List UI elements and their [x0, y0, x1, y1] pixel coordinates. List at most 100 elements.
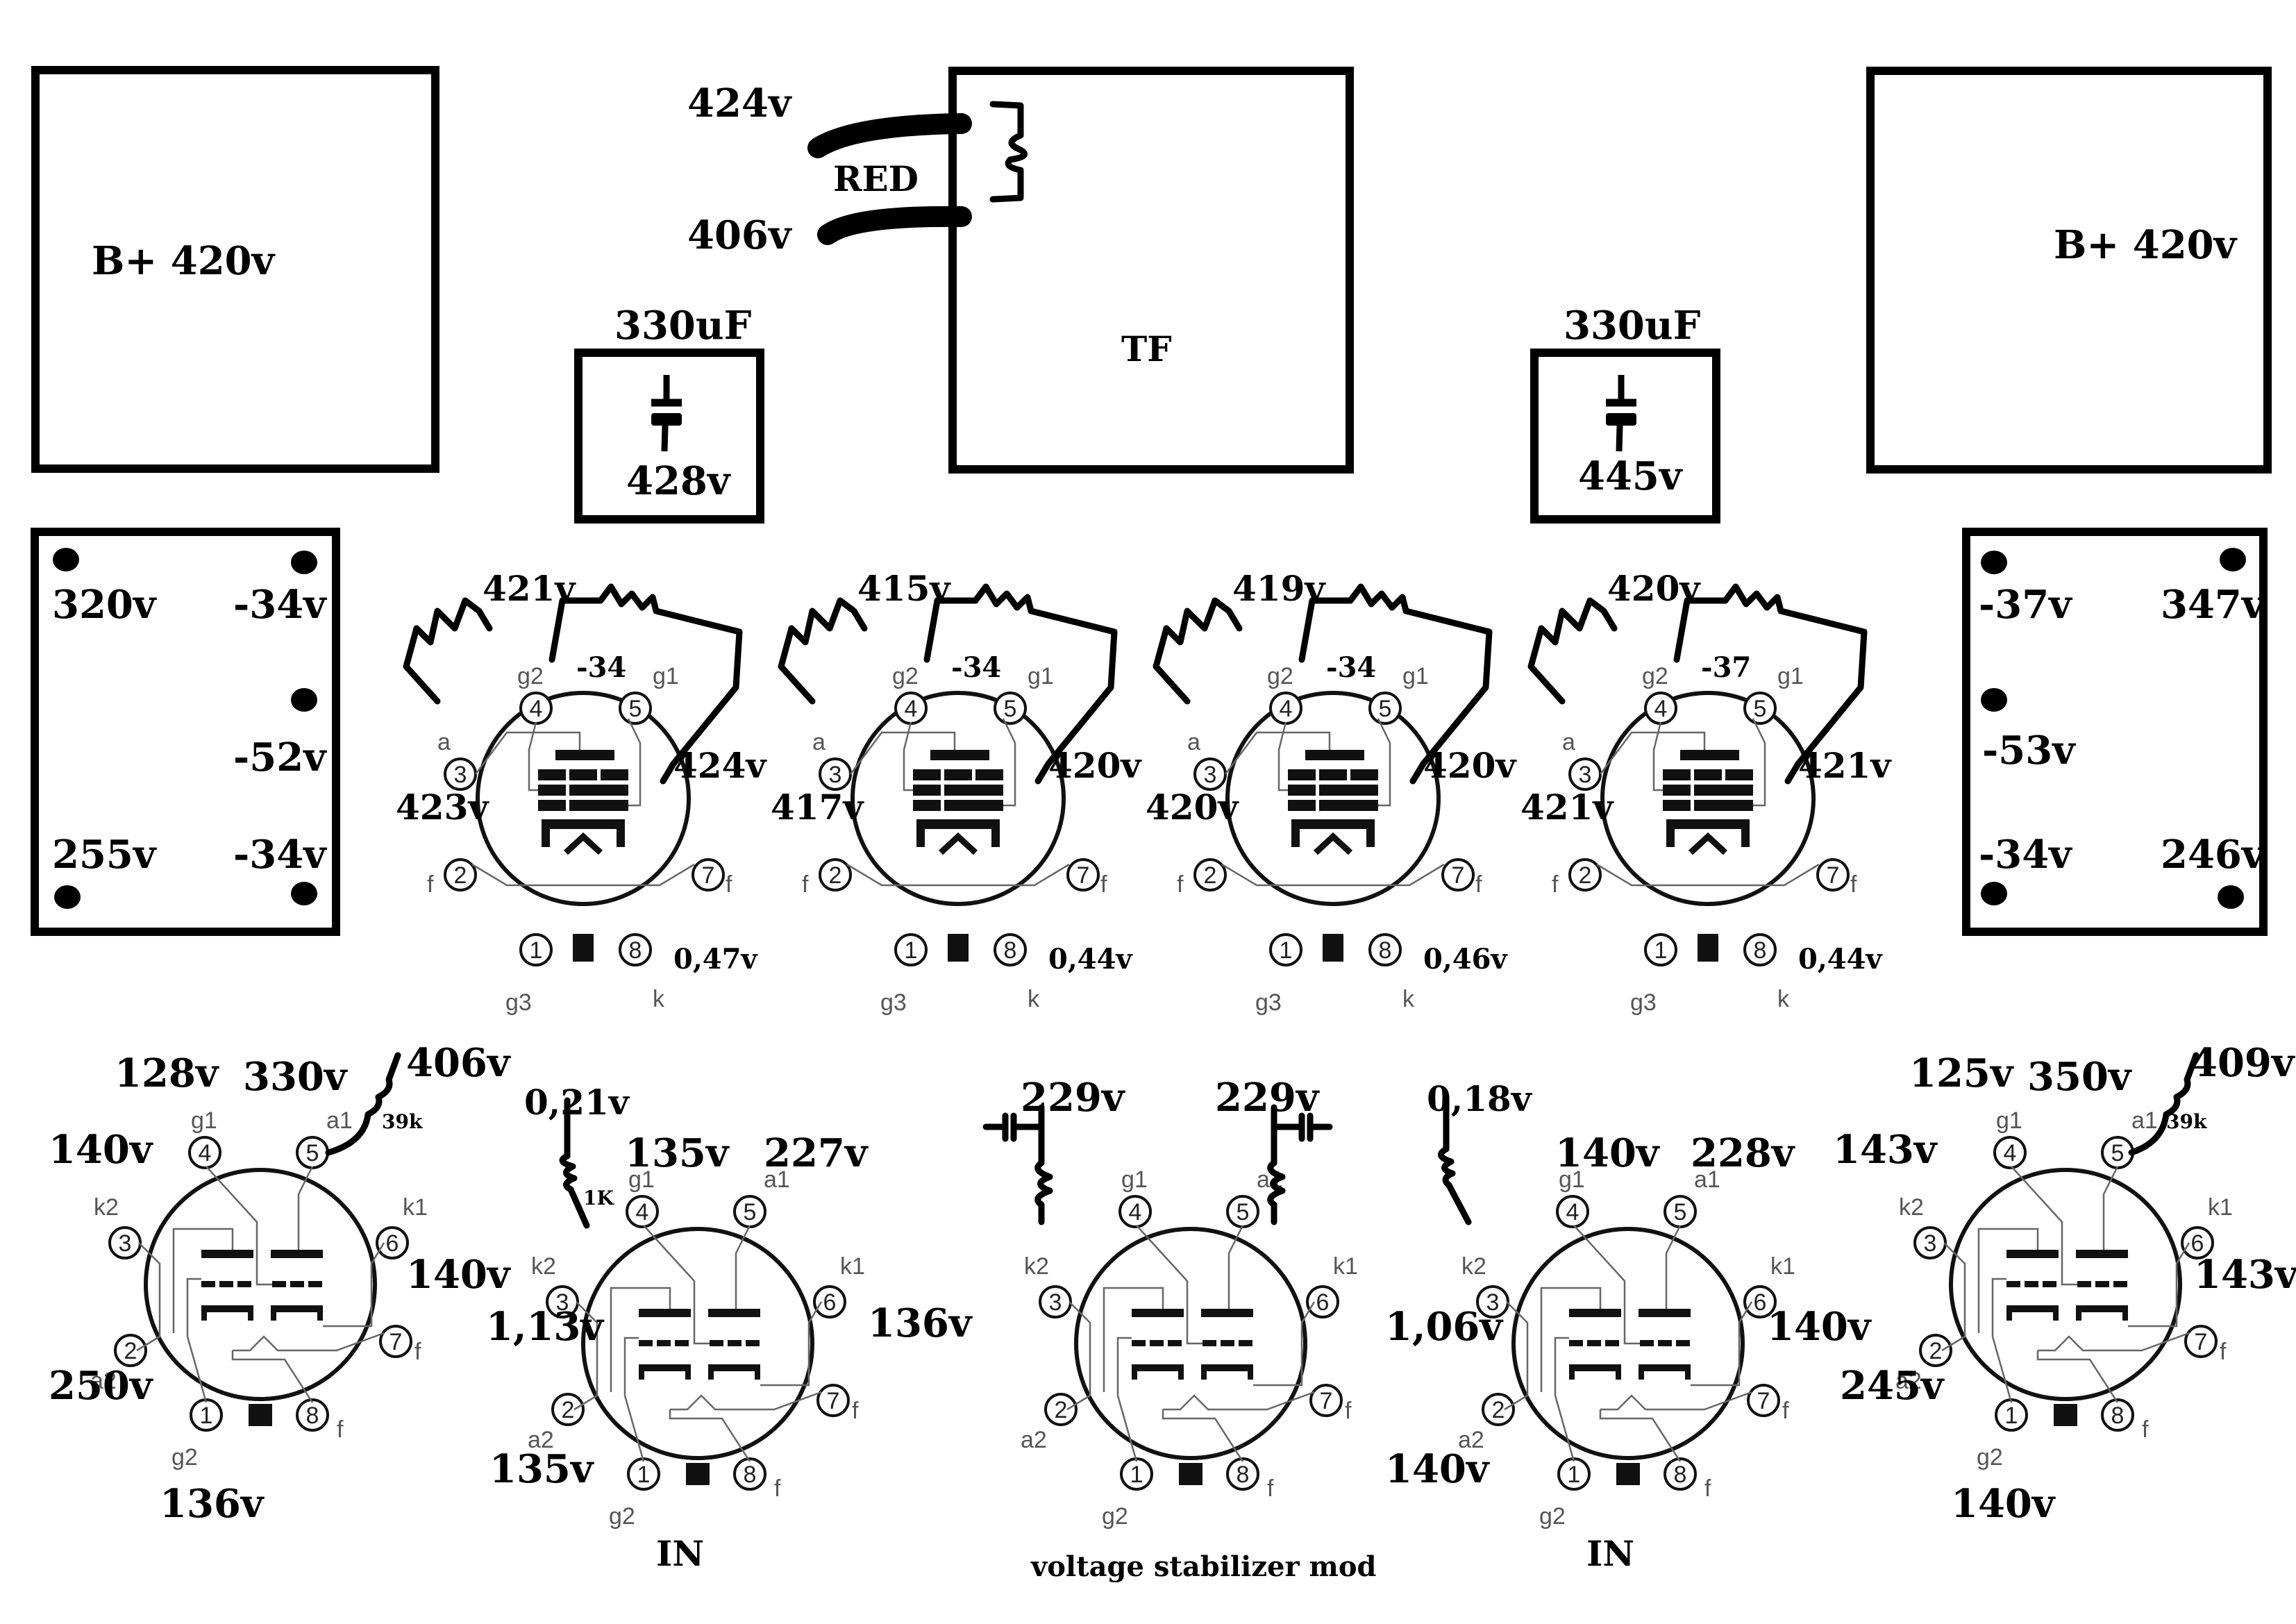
pin-label-a1: a1 [2131, 1107, 2158, 1134]
pin-2: 2 [1193, 858, 1227, 891]
k2-voltage: 1,06v [1385, 1304, 1503, 1350]
socket-key [2054, 1404, 2077, 1426]
grid-resistor-icon [1298, 583, 1493, 785]
pin-number: 8 [1004, 937, 1017, 964]
pin-3: 3 [1568, 757, 1602, 791]
double-triode-electrodes-icon [1941, 1166, 2190, 1403]
socket-right-bottom-right: 246v [2161, 832, 2265, 878]
pin-number: 2 [1204, 862, 1217, 889]
pin-label-k2: k2 [94, 1194, 119, 1221]
pin-4: 4 [1644, 692, 1677, 725]
tube-envelope [144, 1168, 377, 1401]
pin-7: 7 [1309, 1384, 1343, 1417]
capacitor-icon [1606, 375, 1636, 452]
socket-left-middle-right: -52v [233, 735, 327, 780]
pin-label-k2: k2 [1899, 1194, 1924, 1221]
pin-label-g2: g2 [1102, 1503, 1128, 1530]
pin-number: 2 [1492, 1397, 1505, 1423]
pin-2: 2 [1919, 1334, 1952, 1367]
pin-number: 1 [637, 1462, 651, 1488]
pin-label-f: f [427, 871, 434, 898]
socket-key [573, 934, 594, 962]
k2-voltage: 143v [1833, 1127, 1938, 1173]
pin-6: 6 [1743, 1285, 1777, 1319]
pentode-electrodes-icon [846, 718, 1070, 887]
pin-number: 7 [1320, 1388, 1333, 1414]
pin-4: 4 [894, 692, 928, 725]
pin-label-f: f [1850, 871, 1857, 898]
pin-1: 1 [1644, 933, 1677, 966]
socket-left-top-right: -34v [233, 582, 327, 628]
pin-number: 5 [306, 1140, 319, 1166]
screen-resistor-icon [1527, 597, 1618, 705]
pin-label-f: f [1475, 871, 1482, 898]
tube-envelope [1225, 691, 1441, 906]
stabilizer-resistor-left-icon [1034, 1104, 1053, 1225]
cap-right-voltage: 445v [1578, 453, 1683, 499]
a1-voltage: 330v [243, 1054, 348, 1100]
g2-voltage: 140v [1951, 1481, 2056, 1527]
pin-5: 5 [1743, 692, 1777, 725]
pin-label-k1: k1 [840, 1253, 865, 1280]
pin-number: 3 [1049, 1289, 1062, 1316]
pin-number: 8 [744, 1462, 757, 1488]
pin-7: 7 [1816, 858, 1850, 891]
pin-label-k: k [1028, 986, 1040, 1012]
pin-label-g3: g3 [880, 989, 907, 1016]
a1-voltage: 350v [2027, 1054, 2132, 1100]
pin-label-k2: k2 [1461, 1253, 1486, 1280]
pin-number: 5 [1004, 696, 1017, 722]
pin-2: 2 [551, 1393, 585, 1426]
pin-number: 8 [1754, 937, 1767, 964]
double-triode-electrodes-icon [573, 1225, 823, 1462]
pin-label-f: f [414, 1339, 421, 1365]
choke-bottom-voltage: 406v [687, 212, 792, 258]
double-triode-electrodes-icon [1504, 1225, 1753, 1462]
k2-voltage: 140v [49, 1127, 153, 1173]
pin-number: 4 [530, 696, 543, 722]
pin-label-f: f [774, 1475, 781, 1502]
terminal-dot [291, 882, 317, 905]
socket-key [1698, 934, 1718, 962]
pin-label-a2: a2 [1021, 1427, 1047, 1453]
pin-5: 5 [296, 1136, 329, 1169]
pin-label-g3: g3 [1630, 989, 1657, 1016]
pin-label-f: f [1782, 1398, 1789, 1424]
socket-left-bottom-right: -34v [233, 832, 327, 878]
tube-envelope [1511, 1227, 1745, 1460]
pin-8: 8 [296, 1398, 329, 1432]
pin-label-a1: a1 [764, 1166, 790, 1193]
socket-box-right: -37v 347v -53v -34v 246v [1962, 528, 2268, 936]
pin-1: 1 [627, 1457, 660, 1491]
terminal-dot [54, 885, 81, 909]
pin-label-g1: g1 [1996, 1107, 2022, 1134]
pin-label-a: a [812, 729, 826, 755]
pin-number: 5 [1237, 1199, 1250, 1225]
pentode-electrodes-icon [1596, 718, 1820, 887]
b-plus-left-label: B+ 420v [92, 238, 276, 284]
pin-6: 6 [2181, 1226, 2214, 1259]
pin-number: 3 [829, 762, 842, 788]
pin-label-f: f [1552, 871, 1559, 898]
pin-1: 1 [1557, 1457, 1591, 1491]
pin-5: 5 [994, 692, 1027, 725]
pin-8: 8 [1743, 933, 1777, 966]
plate-resistor-icon [325, 1052, 401, 1156]
pin-5: 5 [733, 1195, 766, 1228]
cap-box-left: 330uF 428v [574, 303, 764, 524]
pin-label-g2: g2 [1977, 1444, 2003, 1471]
cathode-voltage: 0,44v [1048, 943, 1133, 976]
tube-envelope [850, 691, 1066, 906]
pin-3: 3 [1039, 1285, 1072, 1319]
terminal-dot [1981, 882, 2007, 905]
pin-number: 2 [1579, 862, 1592, 889]
a2-voltage: 140v [1385, 1446, 1490, 1492]
inductor-icon [989, 101, 1028, 203]
pin-6: 6 [813, 1285, 846, 1319]
g1-bias-voltage: -37 [1701, 651, 1751, 684]
pin-7: 7 [1747, 1384, 1780, 1417]
double-triode-electrodes-icon [136, 1166, 385, 1403]
